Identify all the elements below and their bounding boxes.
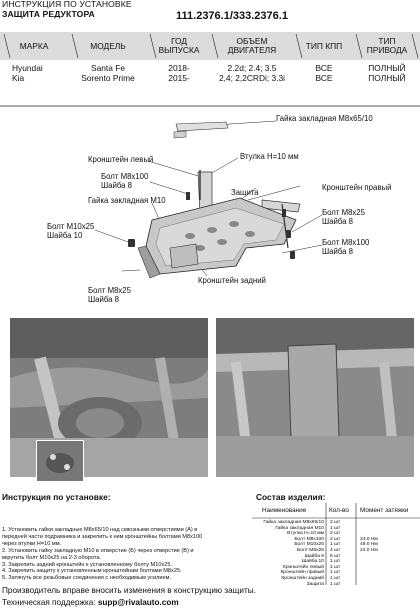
footer-support: Техническая поддержка: supp@rivalauto.co… [2,598,179,608]
photo-installed-protection [216,318,414,477]
label-bolt-m8x25-a: Болт М8х25Шайба 8 [322,208,365,226]
footer-support-label: Техническая поддержка: [2,598,98,607]
comp-col-torque: Момент затяжки [360,507,409,514]
label-sleeve: Втулка H=10 мм [240,152,299,161]
composition-title: Состав изделия: [256,492,325,502]
table-row: Защита 1 шт [252,582,420,588]
bracket-rear-shape [170,244,198,268]
label-bracket-right: Кронштейн правый [322,183,391,192]
footer-disclaimer: Производитель вправе вносить изменения в… [2,586,256,596]
bolt-m10x25-icon [128,239,135,247]
nut-m8-65-icon [174,122,228,138]
label-bolt-m10x25: Болт М10х25Шайба 10 [47,222,94,240]
label-protection: Защита [231,188,259,197]
photo-inset-detail [36,440,84,482]
product-title: ЗАЩИТА РЕДУКТОРА [2,9,95,19]
instruction-line: 5. Затянуть все резьбовые соединения с н… [2,575,214,582]
label-bolt-m8x100-a: Болт М8х100Шайба 8 [101,172,148,190]
doc-title: ИНСТРУКЦИЯ ПО УСТАНОВКЕ [2,0,132,9]
instruction-line: 1. Установить гайки закладные М8х65/10 н… [2,527,214,534]
label-bolt-m8x100-b: Болт М8х100Шайба 8 [322,238,369,256]
label-bracket-left: Кронштейн левый [88,155,153,164]
instruction-line: передней части подрамника и закрепить к … [2,534,214,541]
table-decor [0,32,420,107]
instruction-line: 2. Установить гайку закладную М10 в отве… [2,548,214,555]
label-nut-m8: Гайка закладная М8х65/10 [276,114,373,123]
instructions-list: 1. Установить гайки закладные М8х65/10 н… [2,527,214,582]
label-bracket-rear: Кронштейн задний [198,276,266,285]
comp-col-name: Наименование [262,507,306,514]
product-code: 111.2376.1/333.2376.1 [176,10,288,22]
label-nut-m10: Гайка закладная М10 [88,196,166,205]
instruction-line: 4. Закрепить защиту к установленным крон… [2,568,214,575]
composition-rows: Гайка закладная М8х65/10 2 шт Гайка закл… [252,520,420,587]
instruction-line: через втулки H=10 мм. [2,541,214,548]
support-email-link[interactable]: supp@rivalauto.com [98,598,179,607]
instructions-title: Инструкция по установке: [2,492,111,502]
comp-col-qty: Кол-во [329,507,349,514]
instruction-line: вкрутить болт М10х25 на 2-3 оборота. [2,555,214,562]
label-bolt-m8x25-b: Болт М8х25Шайба 8 [88,286,131,304]
